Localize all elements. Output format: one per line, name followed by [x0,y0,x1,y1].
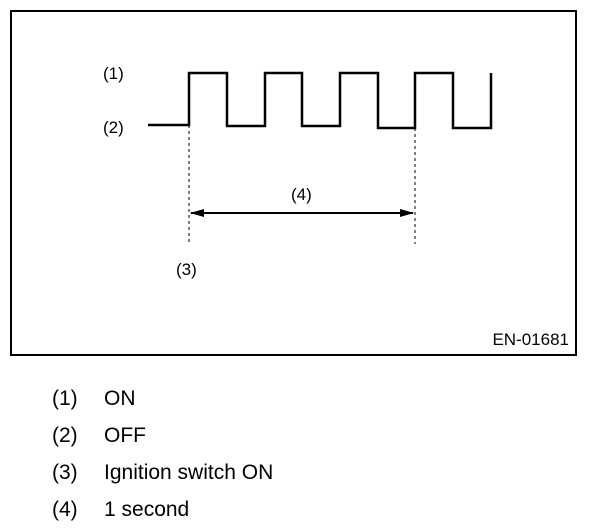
legend-item-text: OFF [104,424,146,447]
legend-item: (4) 1 second [52,495,572,532]
legend-item-number: (1) [52,387,78,410]
legend-item: (2) OFF [52,421,572,458]
signal-waveform-diagram [148,71,493,244]
label-on-marker: (1) [103,64,124,83]
label-interval-marker: (4) [291,185,312,204]
label-off-marker: (2) [103,118,124,137]
label-ignition-marker: (3) [176,260,197,279]
pulse-waveform [148,71,493,130]
legend-item-text: ON [104,387,136,410]
figure-code: EN-01681 [492,330,569,349]
legend-item: (3) Ignition switch ON [52,458,572,495]
diagram-frame: (1) (2) (4) (3) EN-01681 [10,10,577,356]
legend-item: (1) ON [52,384,572,421]
legend-item-number: (4) [52,498,78,521]
legend-item-text: 1 second [104,498,190,521]
legend-list: (1) ON (2) OFF (3) Ignition switch ON (4… [52,384,572,532]
legend-item-number: (3) [52,461,78,484]
legend-item-number: (2) [52,424,78,447]
legend-item-text: Ignition switch ON [104,461,274,484]
